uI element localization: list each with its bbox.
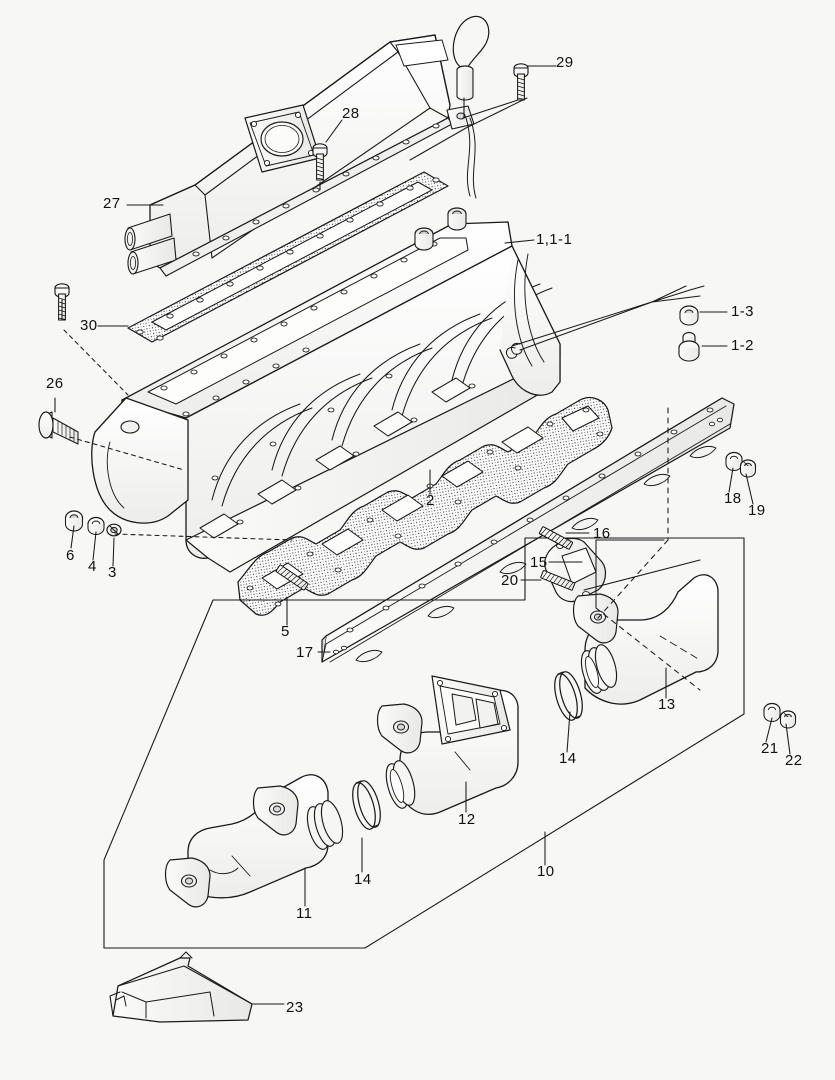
part-27-intake-cover (124, 34, 475, 277)
callout-29: 29 (556, 54, 574, 71)
callout-12: 12 (458, 811, 476, 828)
callout-13: 13 (658, 696, 676, 713)
lifting-eye (452, 15, 490, 199)
fastener-3-lock-washer (106, 523, 122, 537)
callout-14-rear: 14 (559, 750, 577, 767)
callout-30: 30 (80, 317, 98, 334)
callout-19: 19 (748, 502, 766, 519)
callout-16: 16 (593, 525, 611, 542)
part-13-exhaust-rear (572, 574, 719, 705)
part-12-exhaust-center (376, 675, 519, 815)
fastener-1-3-washer (679, 305, 699, 326)
part-23-heat-shield-plate (109, 951, 253, 1023)
callout-1-3: 1-3 (731, 303, 754, 320)
callout-15: 15 (530, 554, 548, 571)
fastener-21-washer (763, 702, 781, 722)
fastener-19-nut (739, 459, 757, 478)
fastener-18-washer (725, 451, 743, 471)
callout-27: 27 (103, 195, 121, 212)
fastener-1-2-flange-bolt (678, 331, 700, 362)
callout-21: 21 (761, 740, 779, 757)
callout-14-front: 14 (354, 871, 372, 888)
callout-1-2: 1-2 (731, 337, 754, 354)
part-2-intake-gasket (237, 397, 613, 616)
callout-18: 18 (724, 490, 742, 507)
part-14-sealing-ring-rear (554, 671, 583, 721)
callout-4: 4 (88, 558, 97, 575)
part-30-cover-gasket (127, 171, 449, 343)
part-14-sealing-ring-front (352, 780, 381, 830)
callout-1-1-1: 1,1-1 (536, 231, 573, 248)
callout-5: 5 (281, 623, 290, 640)
callout-20: 20 (501, 572, 519, 589)
callout-23: 23 (286, 999, 304, 1016)
leader-lines (54, 65, 791, 1005)
part-11-exhaust-front (164, 774, 344, 908)
callout-22: 22 (785, 752, 803, 769)
callout-11: 11 (296, 905, 313, 922)
part-1-intake-manifold-body (91, 207, 561, 573)
callout-6: 6 (66, 547, 75, 564)
callout-3: 3 (108, 564, 117, 581)
callout-2: 2 (426, 492, 435, 509)
construction-lines (409, 99, 705, 347)
callout-10: 10 (537, 863, 555, 880)
fastener-22-nut (779, 710, 797, 729)
fastener-4-washer (87, 516, 105, 535)
part-10-assembly-bracket (103, 537, 745, 949)
part-17-heat-shield (321, 397, 735, 663)
callout-28: 28 (342, 105, 360, 122)
fastener-6-nut (64, 510, 84, 532)
callout-17: 17 (296, 644, 314, 661)
callout-26: 26 (46, 375, 64, 392)
